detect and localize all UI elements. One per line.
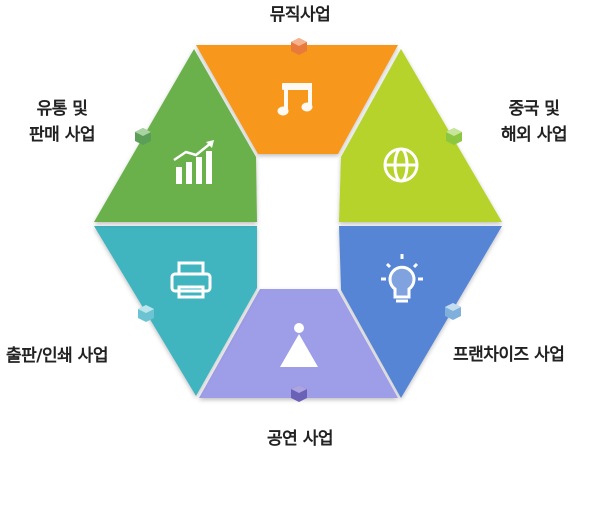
gem-marker-distribution-sales bbox=[135, 128, 151, 145]
gem-marker-china-overseas bbox=[446, 128, 462, 145]
label-china-overseas-line-1: 중국 및 bbox=[508, 99, 560, 119]
segment-distribution-sales bbox=[94, 49, 257, 222]
label-china-overseas: 중국 및 해외 사업 bbox=[480, 96, 588, 148]
gem-marker-franchise bbox=[445, 303, 461, 320]
label-franchise: 프랜차이즈 사업 bbox=[453, 345, 565, 365]
gem-marker-music bbox=[291, 38, 307, 55]
lightbulb-icon bbox=[381, 254, 423, 303]
label-distribution-sales: 유통 및 판매 사업 bbox=[8, 96, 116, 148]
gem-marker-performance bbox=[291, 385, 307, 402]
segment-china-overseas bbox=[339, 49, 502, 222]
globe-icon bbox=[383, 147, 419, 183]
label-publishing-printing-line-1: 출판/인쇄 사업 bbox=[6, 346, 108, 366]
music-note-icon bbox=[277, 83, 313, 116]
segment-franchise bbox=[339, 226, 502, 398]
gem-marker-publishing-printing bbox=[138, 305, 154, 322]
label-distribution-sales-line-2: 판매 사업 bbox=[29, 125, 95, 145]
segment-publishing-printing bbox=[94, 226, 257, 396]
label-distribution-sales-line-1: 유통 및 bbox=[36, 99, 88, 119]
printer-icon bbox=[170, 261, 212, 299]
label-china-overseas-line-2: 해외 사업 bbox=[501, 125, 567, 145]
label-performance: 공연 사업 bbox=[267, 429, 333, 449]
stage-icon bbox=[280, 323, 318, 367]
segment-music bbox=[196, 45, 398, 154]
label-publishing-printing: 출판/인쇄 사업 bbox=[6, 343, 156, 369]
bar-chart-icon bbox=[173, 140, 214, 184]
label-music: 뮤직사업 bbox=[269, 5, 331, 25]
